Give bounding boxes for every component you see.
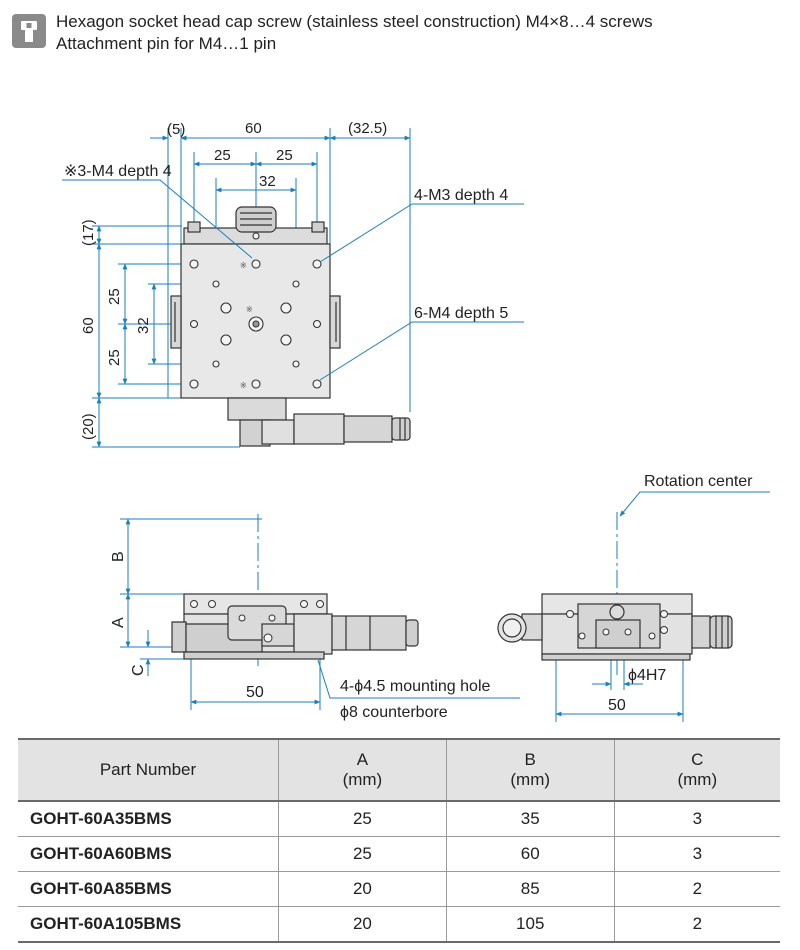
dim-25-right: 25 bbox=[276, 147, 293, 164]
top-view-holes bbox=[189, 232, 322, 389]
cell-b: 85 bbox=[445, 871, 615, 907]
callout-m4-6: 6-M4 depth 5 bbox=[414, 305, 508, 322]
cell-c: 3 bbox=[613, 836, 780, 872]
top-callout-lines bbox=[62, 179, 524, 381]
side-callout-line bbox=[317, 659, 520, 699]
spec-table: Part Number A(mm) B(mm) C(mm) GOHT-60A35… bbox=[18, 738, 780, 943]
front-dimension-lines bbox=[555, 491, 770, 717]
cell-part: GOHT-60A35BMS bbox=[18, 801, 279, 837]
hex-screw-icon bbox=[12, 14, 46, 48]
col-header-c: C(mm) bbox=[613, 738, 780, 802]
dim-25-v1: 25 bbox=[106, 288, 123, 305]
callout-m4-3: ※3-M4 depth 4 bbox=[64, 163, 172, 180]
dim-60-top: 60 bbox=[245, 120, 262, 137]
cell-b: 35 bbox=[445, 801, 615, 837]
side-view-body bbox=[171, 593, 419, 660]
table-header-row: Part Number A(mm) B(mm) C(mm) bbox=[18, 738, 780, 802]
col-header-b: B(mm) bbox=[445, 738, 615, 802]
cell-part: GOHT-60A105BMS bbox=[18, 906, 279, 943]
cell-c: 2 bbox=[613, 906, 780, 943]
svg-text:※: ※ bbox=[246, 305, 253, 314]
col-header-a: A(mm) bbox=[278, 738, 447, 802]
dim-32-top: 32 bbox=[259, 173, 276, 190]
cell-part: GOHT-60A85BMS bbox=[18, 871, 279, 907]
table-row: GOHT-60A105BMS 20 105 2 bbox=[18, 906, 780, 943]
callout-m3-4: 4-M3 depth 4 bbox=[414, 187, 508, 204]
dim-17: (17) bbox=[80, 219, 97, 246]
dim-60-v: 60 bbox=[80, 317, 97, 334]
dim-A: A bbox=[110, 617, 127, 628]
svg-text:※: ※ bbox=[240, 261, 247, 270]
cell-part: GOHT-60A60BMS bbox=[18, 836, 279, 872]
dim-25-left: 25 bbox=[214, 147, 231, 164]
cell-b: 60 bbox=[445, 836, 615, 872]
top-view: (5) 60 (32.5) 25 25 32 (17) 25 32 60 25 … bbox=[62, 120, 524, 448]
callout-mount-hole: 4-ϕ4.5 mounting hole bbox=[340, 678, 490, 695]
technical-drawing: (5) 60 (32.5) 25 25 32 (17) 25 32 60 25 … bbox=[62, 120, 770, 722]
dim-32-5: (32.5) bbox=[348, 120, 387, 137]
callout-counterbore: ϕ8 counterbore bbox=[340, 704, 448, 721]
cell-a: 25 bbox=[278, 836, 447, 872]
header: Hexagon socket head cap screw (stainless… bbox=[12, 10, 792, 58]
cell-c: 3 bbox=[613, 801, 780, 837]
table-row: GOHT-60A60BMS 25 60 3 bbox=[18, 836, 780, 872]
callout-rotation-center: Rotation center bbox=[644, 473, 753, 490]
top-view-body bbox=[170, 206, 411, 447]
front-view-body bbox=[497, 593, 733, 661]
dim-25-v2: 25 bbox=[106, 349, 123, 366]
cell-c: 2 bbox=[613, 871, 780, 907]
header-line-2: Attachment pin for M4…1 pin bbox=[56, 34, 277, 53]
svg-text:※: ※ bbox=[240, 381, 247, 390]
table-row: GOHT-60A35BMS 25 35 3 bbox=[18, 801, 780, 837]
side-view: B A C 50 bbox=[110, 514, 520, 721]
cell-a: 20 bbox=[278, 906, 447, 943]
cell-a: 25 bbox=[278, 801, 447, 837]
side-dimension-lines bbox=[125, 518, 321, 705]
dim-pin-4h7: ϕ4H7 bbox=[628, 667, 666, 684]
col-header-part-number: Part Number bbox=[18, 738, 279, 802]
dim-50-front: 50 bbox=[608, 697, 626, 714]
dim-5: (5) bbox=[167, 121, 185, 138]
dim-B: B bbox=[110, 551, 127, 562]
dim-32-v: 32 bbox=[135, 317, 152, 334]
top-dimension-lines bbox=[96, 135, 411, 448]
header-line-1: Hexagon socket head cap screw (stainless… bbox=[56, 12, 653, 31]
front-view: 50 ϕ4H7 Rotation center bbox=[497, 473, 770, 722]
dim-20: (20) bbox=[80, 413, 97, 440]
dim-50-side: 50 bbox=[246, 684, 264, 701]
dim-C: C bbox=[130, 664, 147, 676]
cell-a: 20 bbox=[278, 871, 447, 907]
cell-b: 105 bbox=[445, 906, 615, 943]
table-row: GOHT-60A85BMS 20 85 2 bbox=[18, 871, 780, 907]
